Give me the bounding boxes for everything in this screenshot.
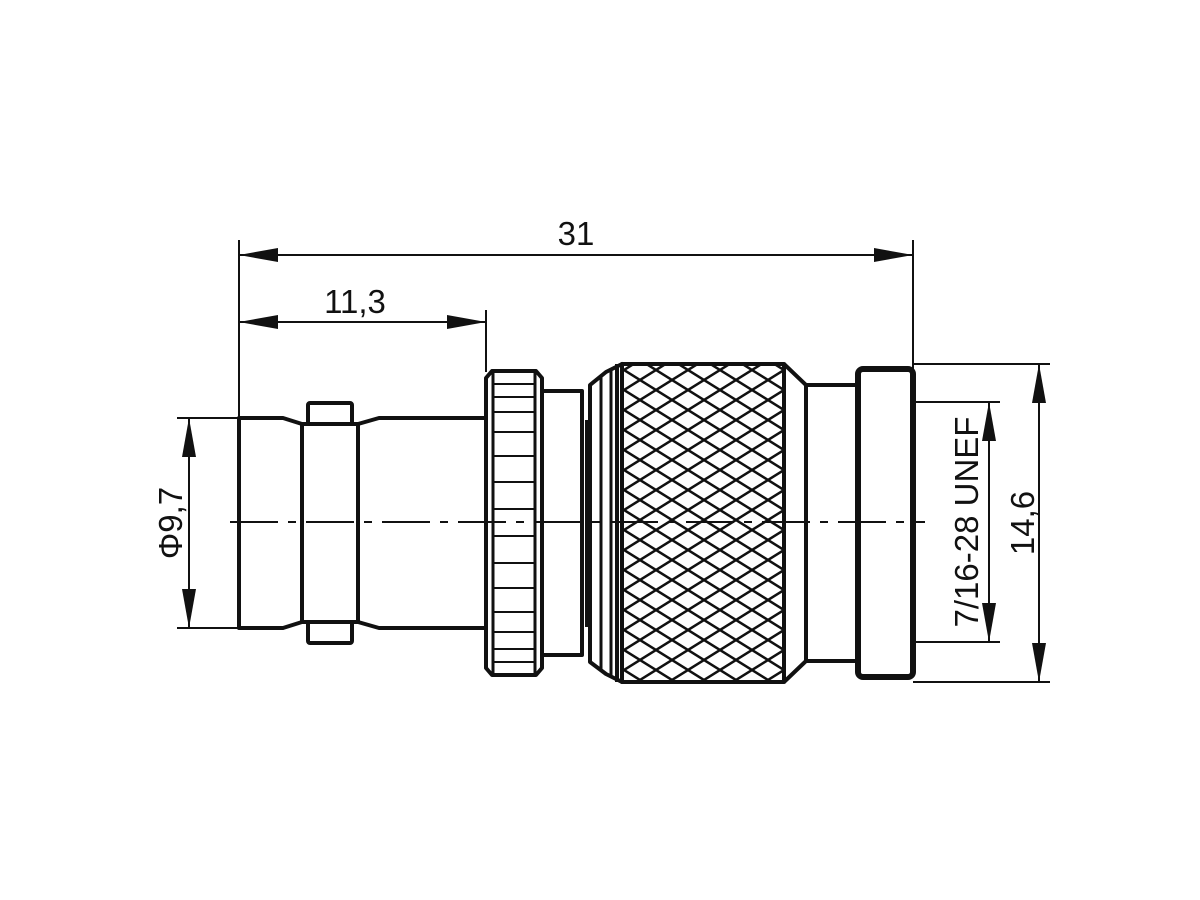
dimension-outer-height: 14,6 [1004, 364, 1046, 682]
dimension-label-31: 31 [558, 215, 595, 252]
dimension-thread: 7/16-28 UNEF [948, 402, 996, 642]
dimension-label-diameter: Φ9,7 [152, 487, 189, 559]
nut-ridges [493, 383, 535, 663]
dimension-overall-length: 31 [239, 215, 913, 262]
dimension-label-thread: 7/16-28 UNEF [948, 417, 985, 628]
extension-lines [177, 240, 1050, 683]
dimension-label-14-6: 14,6 [1004, 491, 1041, 555]
dimension-label-11-3: 11,3 [324, 283, 386, 320]
dimension-left-diameter: Φ9,7 [152, 418, 196, 628]
dimension-body-length: 11,3 [239, 283, 486, 329]
